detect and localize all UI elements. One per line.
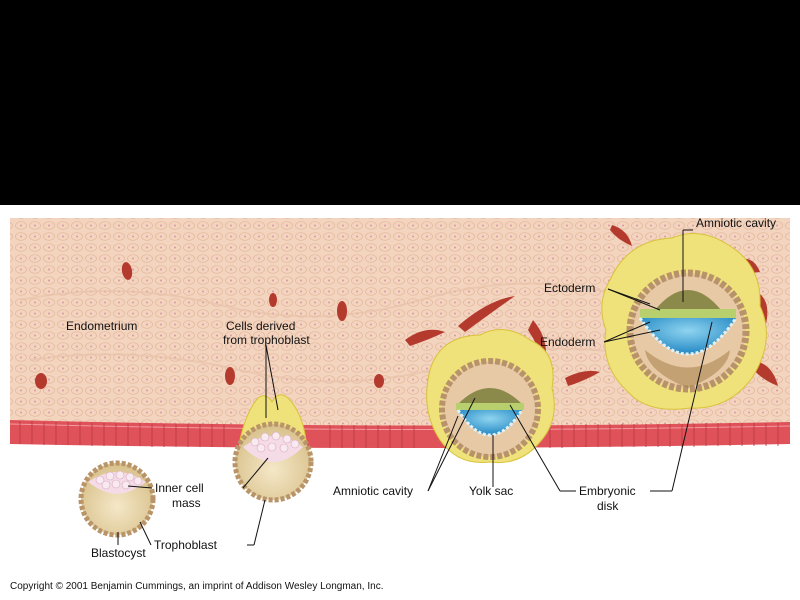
- later-embryo: [601, 233, 767, 410]
- attaching-blastocyst: [232, 394, 314, 503]
- blastocyst: [78, 460, 156, 538]
- label-cells-derived-line1: Cells derived: [226, 319, 295, 333]
- label-inner-cell-line2: mass: [172, 496, 201, 510]
- label-cells-derived-line2: from trophoblast: [223, 333, 310, 347]
- label-inner-cell-line1: Inner cell: [155, 481, 204, 495]
- label-yolk-sac: Yolk sac: [469, 484, 513, 498]
- implanted-embryo: [426, 329, 555, 464]
- label-blastocyst: Blastocyst: [91, 546, 146, 560]
- label-embryonic-line2: disk: [597, 499, 619, 513]
- endometrium-tissue: [10, 218, 790, 434]
- label-amniotic-cavity-right: Amniotic cavity: [696, 216, 776, 230]
- label-ectoderm: Ectoderm: [544, 281, 595, 295]
- label-trophoblast: Trophoblast: [154, 538, 218, 552]
- label-embryonic-line1: Embryonic: [579, 484, 636, 498]
- label-endometrium: Endometrium: [66, 319, 137, 333]
- uterine-epithelium: [9, 420, 791, 448]
- copyright-text: Copyright © 2001 Benjamin Cummings, an i…: [10, 581, 383, 592]
- label-endoderm: Endoderm: [540, 335, 595, 349]
- leader-lines: [117, 229, 713, 546]
- label-amniotic-cavity-mid: Amniotic cavity: [333, 484, 413, 498]
